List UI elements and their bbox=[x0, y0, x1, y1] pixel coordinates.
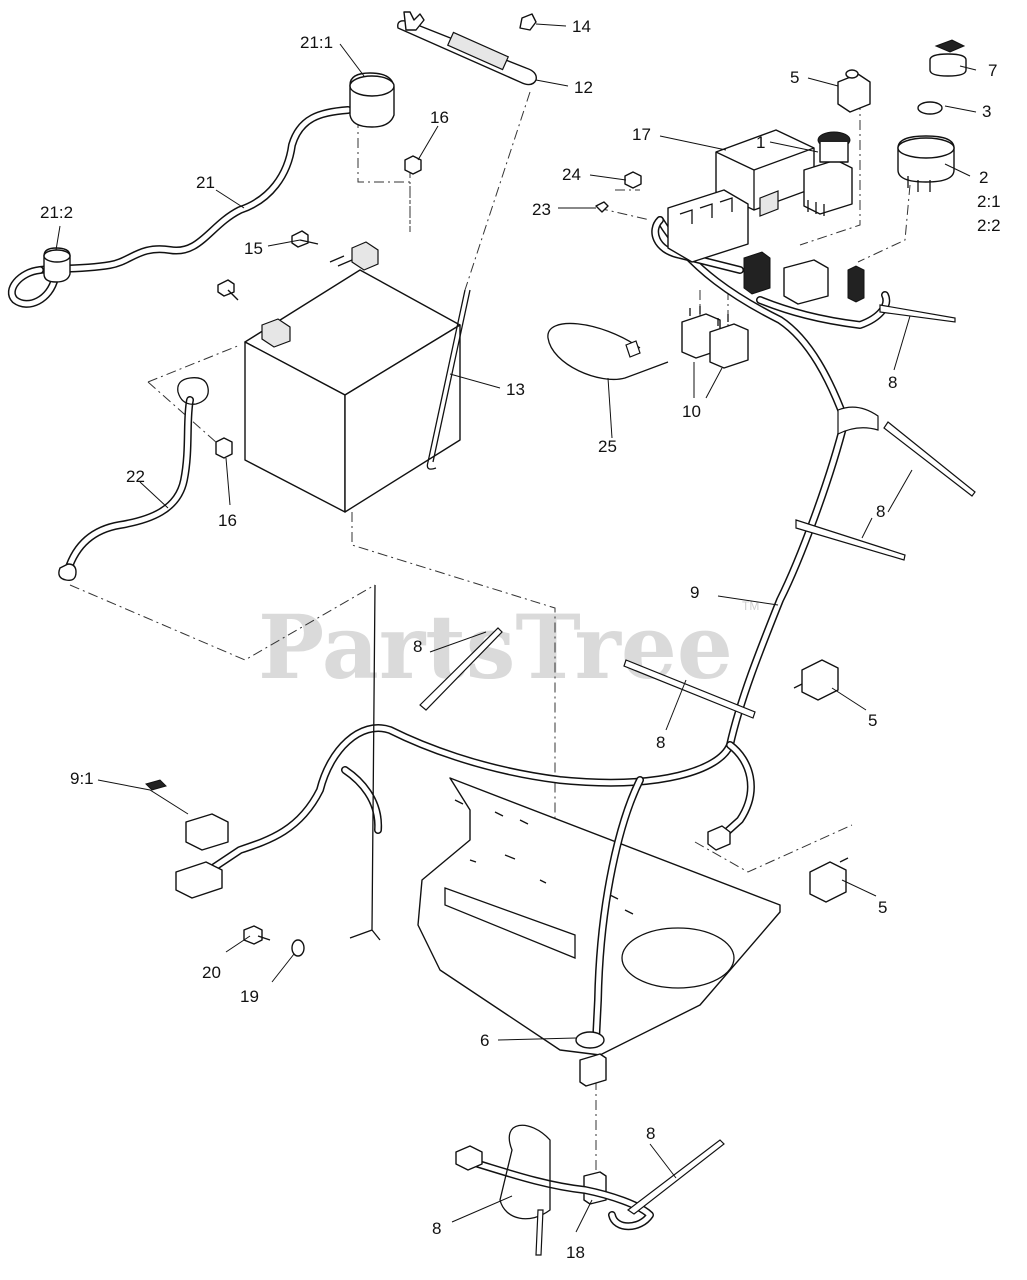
callout-20: 20 bbox=[202, 963, 221, 982]
relays bbox=[681, 306, 749, 369]
callout-3: 3 bbox=[982, 102, 991, 121]
callout-5-low: 5 bbox=[878, 898, 887, 917]
callout-16-bottom: 16 bbox=[218, 511, 237, 530]
positive-cable bbox=[7, 72, 395, 308]
callout-9: 9 bbox=[690, 583, 699, 602]
ignition-switch bbox=[897, 39, 967, 192]
cable-tie-25 bbox=[547, 322, 669, 380]
callout-1: 1 bbox=[756, 133, 765, 152]
pto-switch bbox=[803, 131, 853, 216]
callout-19: 19 bbox=[240, 987, 259, 1006]
callout-2-1: 2:1 bbox=[977, 192, 1001, 211]
callout-21-1: 21:1 bbox=[300, 33, 333, 52]
lower-harness bbox=[455, 1124, 654, 1231]
washer-19 bbox=[291, 939, 305, 957]
negative-cable bbox=[58, 377, 209, 582]
bolt-15a bbox=[291, 230, 319, 248]
nut-16-top bbox=[404, 155, 422, 175]
callout-9-1: 9:1 bbox=[70, 769, 94, 788]
leader-lines bbox=[55, 23, 977, 1233]
battery-strap bbox=[397, 11, 537, 86]
callout-12: 12 bbox=[574, 78, 593, 97]
callout-21-2: 21:2 bbox=[40, 203, 73, 222]
screw-20 bbox=[243, 925, 271, 945]
watermark-trademark: TM bbox=[742, 599, 759, 613]
callout-18: 18 bbox=[566, 1243, 585, 1262]
key-7 bbox=[929, 53, 967, 77]
cable-ties bbox=[419, 304, 976, 1256]
callout-13: 13 bbox=[506, 380, 525, 399]
callout-21: 21 bbox=[196, 173, 215, 192]
callout-24: 24 bbox=[562, 165, 581, 184]
nut-16-bottom bbox=[215, 437, 233, 459]
callout-14: 14 bbox=[572, 17, 591, 36]
interlock-switch-mid bbox=[793, 659, 839, 701]
connector-lower-left bbox=[175, 861, 223, 899]
harness-connectors bbox=[145, 189, 865, 1205]
callout-23: 23 bbox=[532, 200, 551, 219]
callout-10: 10 bbox=[682, 402, 701, 421]
bolt-15b bbox=[217, 279, 239, 301]
callout-6: 6 bbox=[480, 1031, 489, 1050]
control-module bbox=[715, 129, 815, 217]
hardware bbox=[215, 155, 642, 957]
callout-15: 15 bbox=[244, 239, 263, 258]
callout-16-top: 16 bbox=[430, 108, 449, 127]
interlock-switch-top bbox=[837, 69, 871, 113]
callout-7: 7 bbox=[988, 61, 997, 80]
callouts: 1 2 2:1 2:2 3 5 5 5 6 7 8 8 8 8 8 8 9 9:… bbox=[40, 17, 1001, 1262]
callout-8e: 8 bbox=[646, 1124, 655, 1143]
callout-8a: 8 bbox=[888, 373, 897, 392]
callout-8b: 8 bbox=[876, 502, 885, 521]
connector-9-1 bbox=[185, 813, 229, 851]
callout-22: 22 bbox=[126, 467, 145, 486]
grommet-6 bbox=[575, 1031, 605, 1049]
nut-24 bbox=[624, 171, 642, 189]
battery bbox=[244, 241, 461, 513]
screw-23 bbox=[595, 201, 609, 213]
callout-25: 25 bbox=[598, 437, 617, 456]
callout-5-top: 5 bbox=[790, 68, 799, 87]
callout-2-2: 2:2 bbox=[977, 216, 1001, 235]
callout-2: 2 bbox=[979, 168, 988, 187]
alignment-lines bbox=[69, 91, 911, 1175]
callout-8f: 8 bbox=[432, 1219, 441, 1238]
callout-8d: 8 bbox=[656, 733, 665, 752]
watermark-text: PartsTree bbox=[258, 595, 733, 699]
interlock-switch-low bbox=[809, 857, 849, 903]
callout-17: 17 bbox=[632, 125, 651, 144]
nut-3 bbox=[917, 101, 943, 115]
callout-8c: 8 bbox=[413, 637, 422, 656]
hold-down-rod bbox=[426, 289, 471, 470]
floor-panel bbox=[417, 777, 781, 1056]
callout-5-mid: 5 bbox=[868, 711, 877, 730]
